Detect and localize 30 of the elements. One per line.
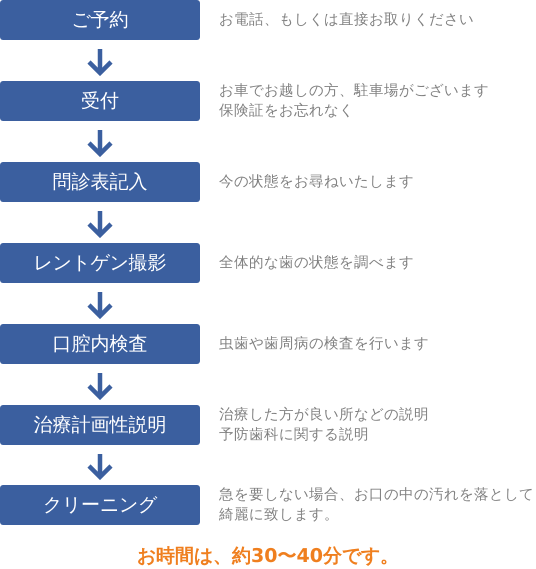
step-box: [0, 324, 200, 364]
step-box: [0, 162, 200, 202]
step-description: 治療した方が良い所などの説明: [219, 406, 429, 425]
step-box: [0, 81, 200, 121]
step-box: [0, 485, 200, 525]
step-title: 受付: [81, 89, 119, 113]
step-description: 今の状態をお尋ねいたします: [219, 173, 414, 192]
step-description: お車でお越しの方、駐車場がございます: [219, 82, 489, 101]
step-description: 虫歯や歯周病の検査を行います: [219, 335, 429, 354]
step-title: ご予約: [72, 8, 128, 32]
step-title: 問診表記入: [52, 170, 148, 194]
step-description: 保険証をお忘れなく: [219, 102, 354, 121]
step-description: 予防歯科に関する説明: [219, 426, 369, 445]
step-box: [0, 405, 200, 445]
step-box: [0, 0, 200, 40]
step-title: クリーニング: [43, 493, 157, 517]
arrow: [86, 211, 114, 238]
arrow: [86, 130, 114, 156]
step-description: 全体的な歯の状態を調べます: [219, 254, 414, 273]
caption: お時間は、約30〜40分です。: [137, 544, 399, 569]
step-title: レントゲン撮影: [34, 251, 166, 275]
arrow: [86, 49, 114, 76]
step-title: 口腔内検査: [52, 332, 148, 356]
step-description: 急を要しない場合、お口の中の汚れを落として綺麗に致します。: [219, 486, 535, 525]
step-box: [0, 243, 200, 283]
arrow: [86, 454, 114, 480]
arrow: [86, 373, 114, 400]
step-title: 治療計画性説明: [34, 413, 166, 437]
step-description: お電話、もしくは直接お取りください: [219, 11, 474, 30]
arrow: [86, 292, 114, 318]
